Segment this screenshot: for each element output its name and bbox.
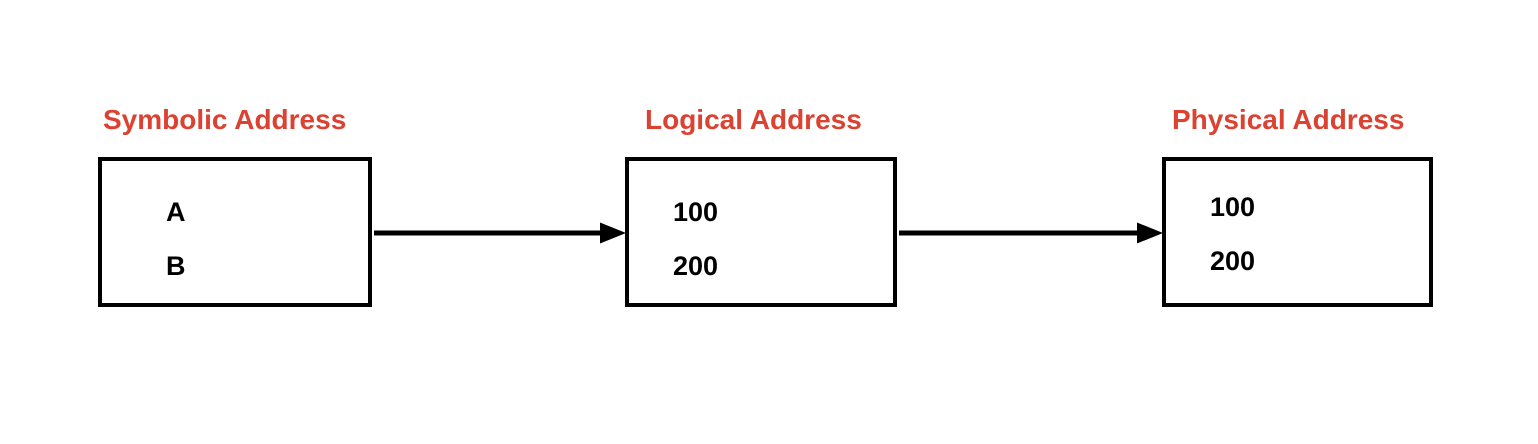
node-logical-address: Logical Address 100 200 xyxy=(625,104,897,307)
arrow-logical-to-physical xyxy=(899,222,1163,244)
node-physical-address: Physical Address 100 200 xyxy=(1162,104,1433,307)
node-item-symbolic-a: A xyxy=(166,197,186,227)
node-title-logical-address: Logical Address xyxy=(645,104,862,135)
node-item-symbolic-b: B xyxy=(166,251,186,281)
node-item-logical-200: 200 xyxy=(673,251,719,281)
node-item-physical-200: 200 xyxy=(1210,246,1256,276)
node-box-symbolic-address: A B xyxy=(98,157,372,307)
arrow-symbolic-to-logical xyxy=(374,222,626,244)
node-item-physical-100: 100 xyxy=(1210,192,1256,222)
node-item-logical-100: 100 xyxy=(673,197,719,227)
node-box-logical-address: 100 200 xyxy=(625,157,897,307)
node-box-physical-address: 100 200 xyxy=(1162,157,1433,307)
node-title-physical-address: Physical Address xyxy=(1172,104,1405,135)
node-title-symbolic-address: Symbolic Address xyxy=(103,104,347,135)
node-symbolic-address: Symbolic Address A B xyxy=(98,104,372,307)
